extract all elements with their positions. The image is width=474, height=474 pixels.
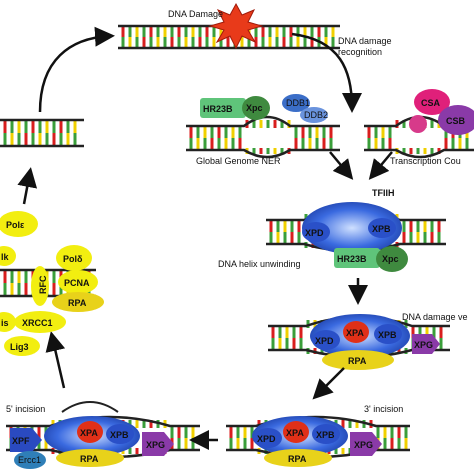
xpg-label-verify: XPG <box>414 340 433 350</box>
xpd-protein-3inc <box>254 428 282 448</box>
ddb2-label: DDB2 <box>304 110 328 120</box>
xpg-protein-verify <box>412 334 440 354</box>
pcna-label: PCNA <box>64 278 90 288</box>
hr23b-label: HR23B <box>203 104 233 114</box>
label-dna-damage: DNA Damage <box>168 9 223 19</box>
xpg-label-3inc: XPG <box>354 440 373 450</box>
xpa-label-verify: XPA <box>346 328 364 338</box>
xpb-label-tfiih: XPB <box>372 224 391 234</box>
label-global-genome-ner: Global Genome NER <box>196 156 281 166</box>
arrow-damage-to-recognition <box>291 32 362 113</box>
ddb1-protein <box>282 94 310 112</box>
csb-protein <box>438 105 474 135</box>
label-damage-verification: DNA damage ve <box>402 312 468 322</box>
rnapol-protein <box>409 115 427 133</box>
hr23b-protein <box>200 98 246 118</box>
rpa-label-synth: RPA <box>68 298 87 308</box>
xpb-label-verify: XPB <box>378 330 397 340</box>
pol-delta-protein <box>56 245 92 271</box>
pcna-protein <box>58 270 98 294</box>
lig3-protein <box>4 336 40 356</box>
pol-epsilon-protein <box>0 211 38 237</box>
label-transcription-coupled: Transcription Cou <box>390 156 461 166</box>
xpb-protein <box>368 218 396 238</box>
arrow-verify-to-3inc <box>312 367 345 400</box>
xpa-label-3inc: XPA <box>286 428 304 438</box>
xrcc1-label: XRCC1 <box>22 318 53 328</box>
xpf-protein <box>10 428 42 452</box>
dna-duplex-repaired <box>0 118 84 148</box>
label-helix-unwinding: DNA helix unwinding <box>218 259 301 269</box>
xpc-label: Xpc <box>246 103 263 113</box>
ercc1-protein <box>14 451 46 469</box>
arrow-5inc-to-synthesis <box>45 331 66 389</box>
rfc-protein <box>31 266 49 306</box>
xpb-protein-3inc <box>312 424 340 444</box>
ddb2-protein <box>300 107 328 123</box>
xpd-label-tfiih: XPD <box>305 228 324 238</box>
hr23b-protein-tfiih <box>334 248 380 268</box>
rpa-protein-synth <box>52 292 104 312</box>
arrow-repaired-to-damage <box>38 26 115 113</box>
rfc-label: RFC <box>38 275 48 294</box>
xpd-protein-verify <box>312 330 340 350</box>
rpa-protein-5inc <box>56 449 124 467</box>
partial-lk-label: lk <box>1 252 10 262</box>
rpa-protein-3inc <box>264 449 332 467</box>
damage-star-icon <box>208 2 264 50</box>
partial-lk-protein <box>0 246 16 266</box>
ddb1-label: DDB1 <box>286 98 310 108</box>
xpd-label-3inc: XPD <box>257 434 276 444</box>
arrow-gg-to-tfiih <box>329 151 354 180</box>
tfiih-label: TFIIH <box>372 188 395 198</box>
dna-duplex-global-genome <box>186 115 340 159</box>
xpf-label: XPF <box>12 436 30 446</box>
dna-strand-bottom <box>186 148 340 159</box>
dna-strand-bottom <box>364 148 474 159</box>
dna-duplex-damaged <box>118 24 340 50</box>
partial-is-label: is <box>1 318 9 328</box>
pol-epsilon-label: Polε <box>6 220 25 230</box>
csb-label: CSB <box>446 116 466 126</box>
pol-delta-label: Polδ <box>63 254 83 264</box>
dna-strand-top <box>186 115 340 128</box>
lig3-label: Lig3 <box>10 342 29 352</box>
ercc1-label: Ercc1 <box>18 455 41 465</box>
xpg-protein-3inc <box>350 432 382 456</box>
rpa-label-5inc: RPA <box>80 454 99 464</box>
xpb-label-5inc: XPB <box>110 430 129 440</box>
xpb-protein-verify <box>374 324 402 344</box>
xpb-protein-5inc <box>106 424 134 444</box>
label-recognition-2: recognition <box>338 47 382 57</box>
arrow-synthesis-to-repaired <box>17 167 38 205</box>
xpc-protein <box>242 96 270 120</box>
xpc-protein-tfiih <box>376 246 408 272</box>
rpa-label-3inc: RPA <box>288 454 307 464</box>
xpg-label-5inc: XPG <box>146 440 165 450</box>
csa-label: CSA <box>421 98 441 108</box>
label-recognition-1: DNA damage <box>338 36 392 46</box>
xpd-protein <box>302 222 330 242</box>
xpa-protein-3inc <box>283 421 309 443</box>
label-5prime-incision: 5' incision <box>6 404 45 414</box>
xpc-label-tfiih: Xpc <box>382 254 399 264</box>
excised-oligo <box>61 401 119 413</box>
rpa-protein-verify <box>322 350 394 370</box>
xpg-protein-5inc <box>142 432 174 456</box>
hr23b-label-tfiih: HR23B <box>337 254 367 264</box>
csa-protein <box>414 89 450 115</box>
partial-is-protein <box>0 312 16 332</box>
arrow-tc-to-tfiih <box>368 151 393 180</box>
xpa-protein-verify <box>343 321 369 343</box>
label-3prime-incision: 3' incision <box>364 404 403 414</box>
rpa-label-verify: RPA <box>348 356 367 366</box>
xrcc1-protein <box>14 311 66 333</box>
xpd-label-verify: XPD <box>315 336 334 346</box>
xpb-label-3inc: XPB <box>316 430 335 440</box>
xpa-label-5inc: XPA <box>80 428 98 438</box>
xpa-protein-5inc <box>77 421 103 443</box>
tfiih-protein <box>302 202 402 254</box>
